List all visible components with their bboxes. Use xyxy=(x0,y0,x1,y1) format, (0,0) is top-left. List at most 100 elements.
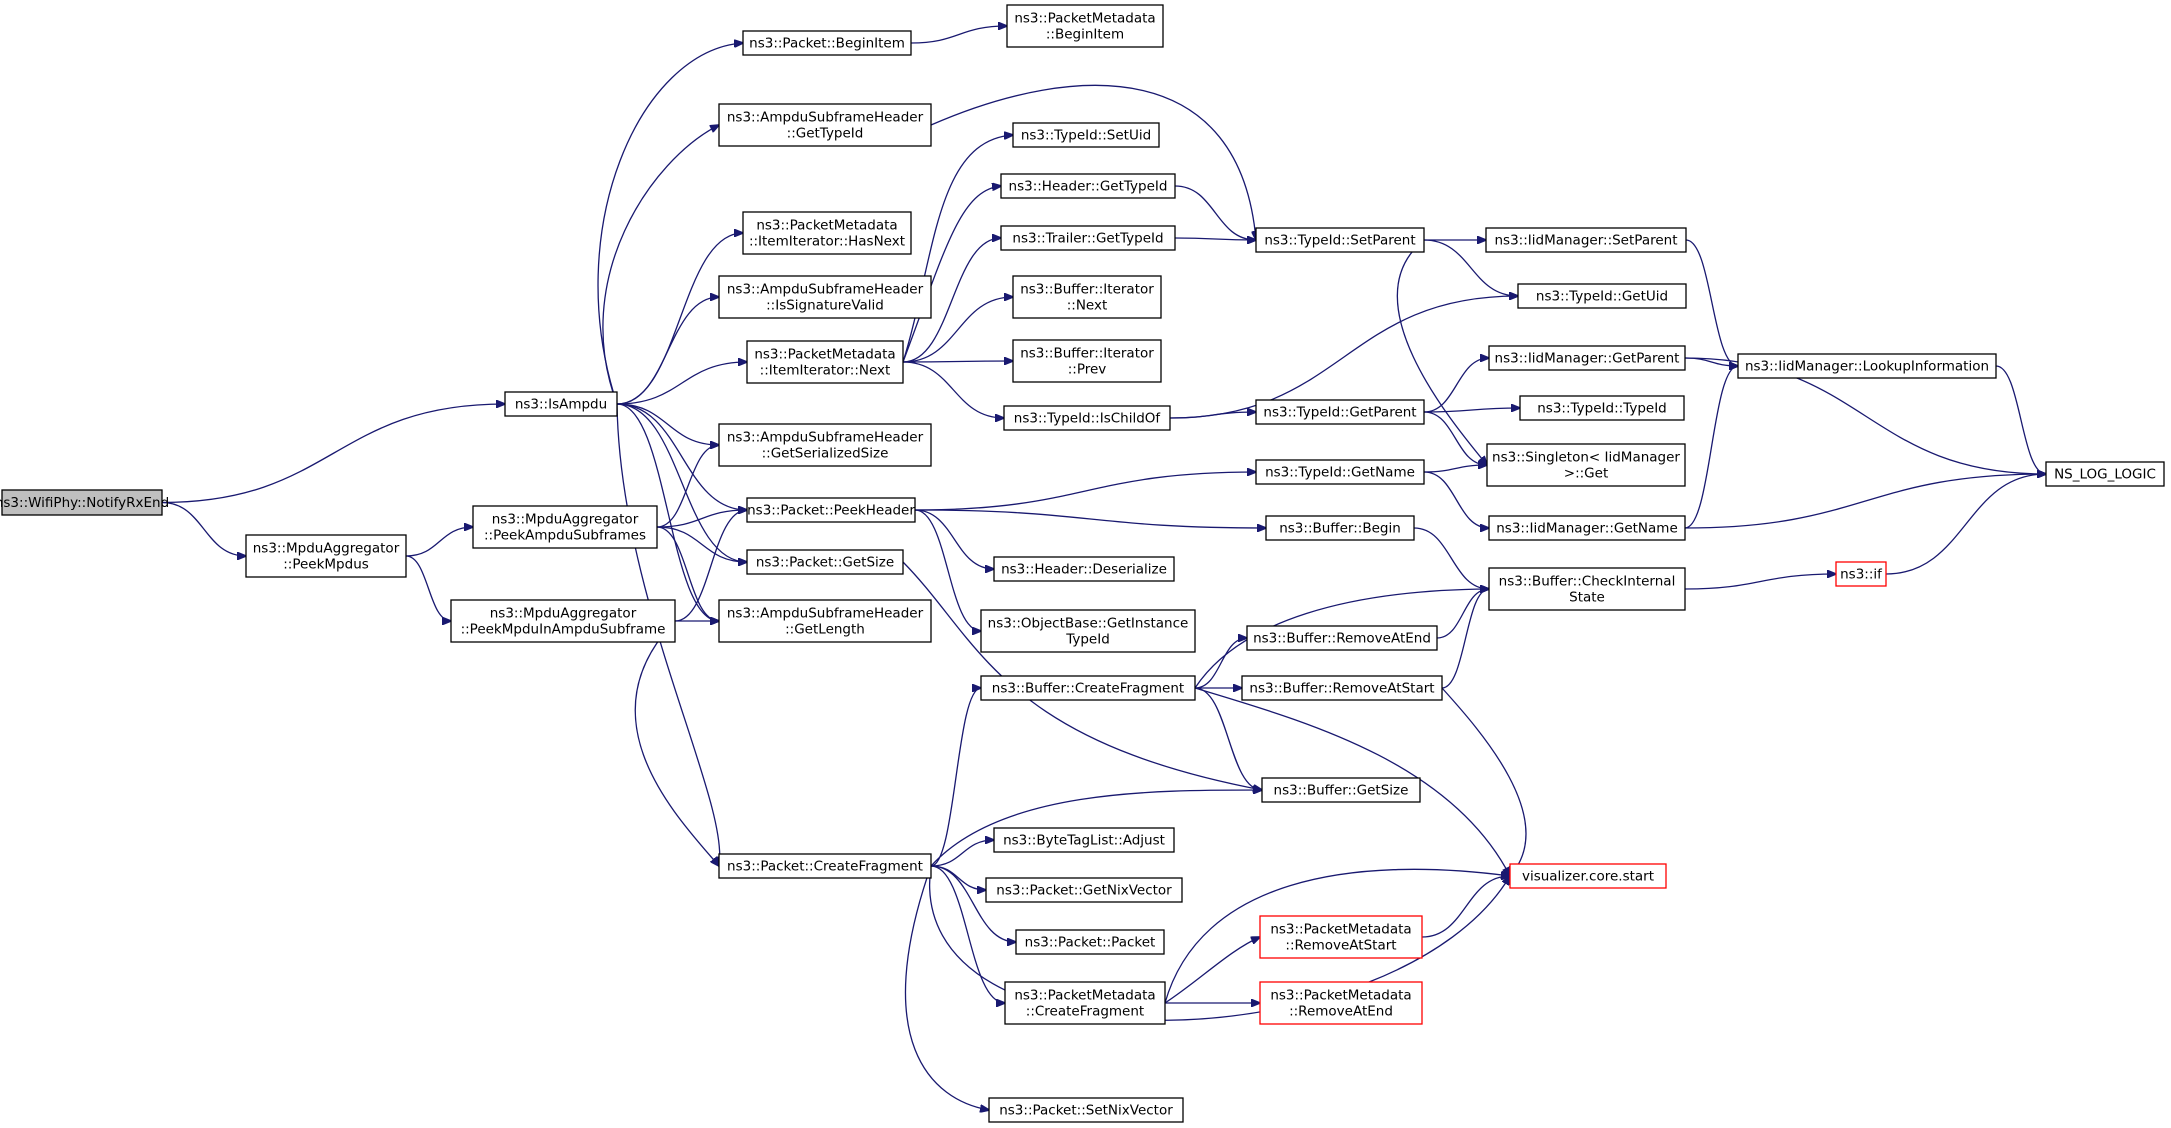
node-box xyxy=(1012,122,1160,148)
node-label: ::BeginItem xyxy=(1046,27,1124,43)
node-n16[interactable]: ns3::TypeId::SetParent xyxy=(1255,227,1425,253)
edge-n14-to-n9 xyxy=(674,510,747,622)
edge-n7-to-n18 xyxy=(902,186,1001,363)
node-n9[interactable]: ns3::Packet::PeekHeader xyxy=(746,497,916,523)
node-box xyxy=(980,675,1196,701)
node-n49[interactable]: NS_LOG_LOGIC xyxy=(2045,461,2165,487)
node-n38[interactable]: ns3::Singleton< IidManager >::Get xyxy=(1486,443,1686,487)
edge-n26-to-n42 xyxy=(1413,527,1489,589)
node-n3[interactable]: ns3::Packet::BeginItem xyxy=(742,30,912,56)
edge-n1-to-n4 xyxy=(602,125,719,405)
node-n23[interactable]: ns3::TypeId::GetUid xyxy=(1517,283,1687,309)
node-label: >::Get xyxy=(1564,466,1608,482)
edge-n30-to-n29 xyxy=(1194,687,1262,790)
node-box xyxy=(1012,275,1162,319)
node-box xyxy=(1486,443,1686,487)
node-n44[interactable]: ns3::Buffer::RemoveAtStart xyxy=(1241,675,1443,701)
node-n8[interactable]: ns3::AmpduSubframeHeader::GetSerializedS… xyxy=(718,423,932,467)
edge-n30-to-n43 xyxy=(1194,638,1247,689)
edge-n47-to-n49 xyxy=(1995,365,2046,474)
node-n12[interactable]: ns3::Packet::CreateFragment xyxy=(718,853,932,879)
edge-n12-to-n32 xyxy=(930,865,986,890)
node-box xyxy=(1265,515,1415,541)
node-n27[interactable]: ns3::Header::Deserialize xyxy=(993,556,1175,582)
node-n48[interactable]: ns3::if xyxy=(1835,561,1887,587)
node-box xyxy=(1241,675,1443,701)
node-n33[interactable]: ns3::Packet::Packet xyxy=(1015,929,1165,955)
edge-n4-to-n16 xyxy=(930,84,1256,240)
node-box xyxy=(1255,227,1425,253)
node-n11[interactable]: ns3::AmpduSubframeHeader::GetLength xyxy=(718,599,932,643)
node-n4[interactable]: ns3::AmpduSubframeHeader::GetTypeId xyxy=(718,103,932,147)
node-n30[interactable]: ns3::Buffer::CreateFragment xyxy=(980,675,1196,701)
node-n2[interactable]: ns3::MpduAggregator::PeekMpdus xyxy=(245,534,407,578)
node-n31[interactable]: ns3::ByteTagList::Adjust xyxy=(993,827,1175,853)
edge-n9-to-n25 xyxy=(914,472,1256,511)
edge-n0-to-n2 xyxy=(161,501,246,557)
node-n0[interactable]: ns3::WifiPhy::NotifyRxEnd xyxy=(0,489,169,516)
node-n19[interactable]: ns3::Trailer::GetTypeId xyxy=(1000,225,1176,251)
node-n18[interactable]: ns3::Header::GetTypeId xyxy=(1000,173,1176,199)
edge-n44-to-n42 xyxy=(1441,589,1489,689)
node-n22[interactable]: ns3::TypeId::IsChildOf xyxy=(1003,405,1171,431)
edge-n19-to-n16 xyxy=(1174,238,1256,240)
node-n43[interactable]: ns3::Buffer::RemoveAtEnd xyxy=(1246,625,1438,651)
node-box xyxy=(1006,4,1164,48)
node-box xyxy=(1488,515,1686,541)
edge-n14-to-n12 xyxy=(634,620,719,866)
edge-n13-to-n10 xyxy=(656,526,747,562)
node-n26[interactable]: ns3::Buffer::Begin xyxy=(1265,515,1415,541)
node-n34[interactable]: ns3::PacketMetadata::CreateFragment xyxy=(1004,981,1166,1025)
node-n47[interactable]: ns3::IidManager::LookupInformation xyxy=(1737,353,1997,379)
node-box xyxy=(718,275,932,319)
edge-n13-to-n9 xyxy=(656,510,747,528)
edge-n12-to-n34 xyxy=(930,865,1005,1003)
edge-n30-to-n36 xyxy=(1194,687,1510,876)
node-n39[interactable]: ns3::IidManager::GetParent xyxy=(1488,345,1686,371)
node-label: ns3::if xyxy=(1840,567,1883,583)
node-n1[interactable]: ns3::IsAmpdu xyxy=(504,391,618,417)
edge-n13-to-n8 xyxy=(656,445,719,528)
node-label: ns3::Packet::PeekHeader xyxy=(747,503,915,519)
node-n21[interactable]: ns3::Buffer::Iterator::Prev xyxy=(1012,339,1162,383)
node-n5[interactable]: ns3::PacketMetadata::ItemIterator::HasNe… xyxy=(742,211,912,255)
node-box xyxy=(1737,353,1997,379)
node-n41[interactable]: ns3::IidManager::GetName xyxy=(1488,515,1686,541)
node-n15[interactable]: ns3::PacketMetadata::BeginItem xyxy=(1006,4,1164,48)
node-n36[interactable]: visualizer.core.start xyxy=(1509,863,1667,889)
node-n25[interactable]: ns3::TypeId::GetName xyxy=(1255,459,1425,485)
node-n29[interactable]: ns3::Buffer::GetSize xyxy=(1261,777,1421,803)
node-n7[interactable]: ns3::PacketMetadata::ItemIterator::Next xyxy=(746,340,904,384)
edge-n1-to-n10 xyxy=(616,403,747,562)
node-n17[interactable]: ns3::TypeId::SetUid xyxy=(1012,122,1160,148)
node-n35[interactable]: ns3::Packet::SetNixVector xyxy=(988,1097,1184,1123)
node-label: ns3::AmpduSubframeHeader xyxy=(727,606,924,622)
node-label: ::Next xyxy=(1067,298,1108,314)
node-n32[interactable]: ns3::Packet::GetNixVector xyxy=(985,877,1183,903)
node-n14[interactable]: ns3::MpduAggregator::PeekMpduInAmpduSubf… xyxy=(450,599,676,643)
node-n45[interactable]: ns3::PacketMetadata::RemoveAtStart xyxy=(1259,915,1423,959)
node-n20[interactable]: ns3::Buffer::Iterator::Next xyxy=(1012,275,1162,319)
node-box xyxy=(993,556,1175,582)
node-box xyxy=(1000,173,1176,199)
edge-n9-to-n27 xyxy=(914,509,994,569)
node-n10[interactable]: ns3::Packet::GetSize xyxy=(746,549,904,575)
edge-n7-to-n20 xyxy=(902,297,1013,363)
edge-n12-to-n29 xyxy=(930,790,1262,867)
node-label: ::ItemIterator::HasNext xyxy=(749,234,905,250)
node-n37[interactable]: ns3::IidManager::SetParent xyxy=(1485,227,1687,253)
edge-n24-to-n39 xyxy=(1423,358,1489,413)
node-label: ns3::PacketMetadata xyxy=(1014,988,1155,1004)
node-label: ns3::ObjectBase::GetInstance xyxy=(988,616,1189,632)
node-n46[interactable]: ns3::PacketMetadata::RemoveAtEnd xyxy=(1259,981,1423,1025)
node-n6[interactable]: ns3::AmpduSubframeHeader::IsSignatureVal… xyxy=(718,275,932,319)
node-n13[interactable]: ns3::MpduAggregator::PeekAmpduSubframes xyxy=(472,505,658,549)
edge-n1-to-n7 xyxy=(616,362,747,405)
node-label: ns3::Packet::GetNixVector xyxy=(996,883,1172,899)
node-n24[interactable]: ns3::TypeId::GetParent xyxy=(1255,399,1425,425)
node-n40[interactable]: ns3::TypeId::TypeId xyxy=(1519,395,1685,421)
edge-n2-to-n14 xyxy=(405,555,451,621)
node-box xyxy=(985,877,1183,903)
